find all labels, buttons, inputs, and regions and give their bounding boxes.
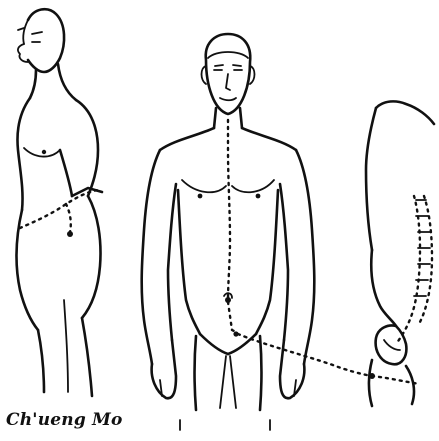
center-figure <box>142 34 372 430</box>
figure-caption: Ch'ueng Mo <box>6 410 123 430</box>
left-figure <box>16 9 102 396</box>
right-figure <box>366 101 434 406</box>
